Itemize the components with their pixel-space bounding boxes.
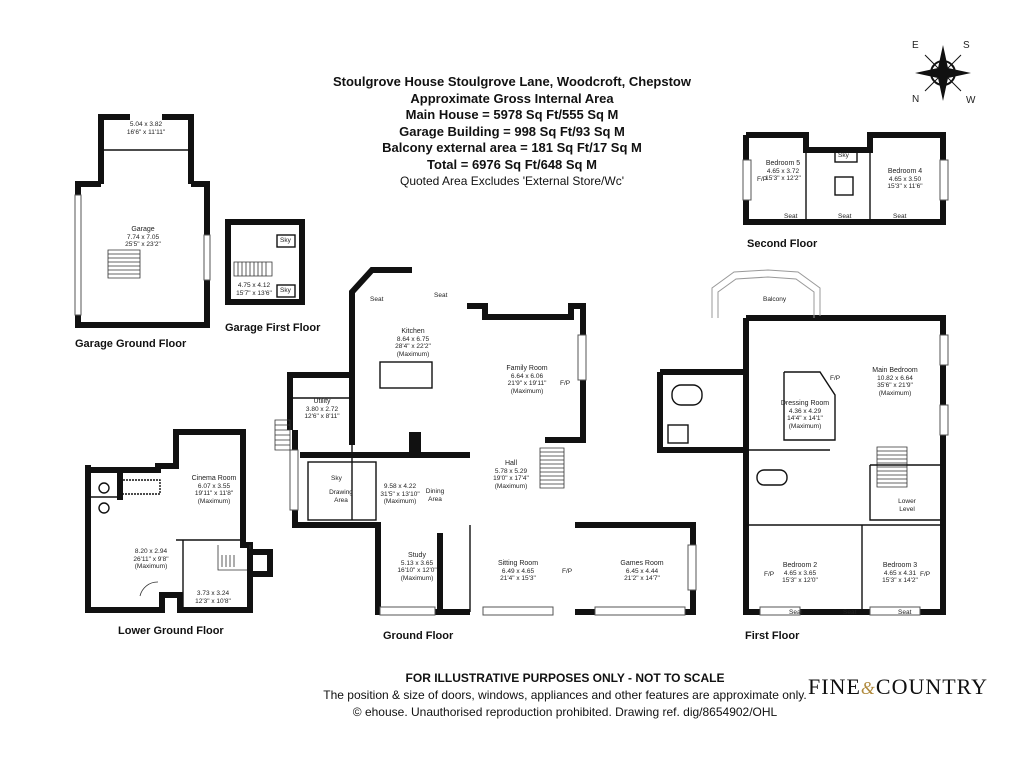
seat-label: Seat — [370, 296, 384, 303]
fp-label: F/P — [764, 571, 775, 578]
fp-label: F/P — [562, 568, 573, 575]
first-floor-walls — [657, 269, 949, 616]
garage-store-walls — [98, 114, 194, 184]
fp-label: F/P — [920, 571, 931, 578]
garage-walls — [74, 181, 211, 328]
footer-disclaimer: FOR ILLUSTRATIVE PURPOSES ONLY - NOT TO … — [405, 671, 725, 685]
label-ground: Ground Floor — [383, 630, 454, 642]
compass-s: S — [963, 40, 970, 51]
seat-label: Seat — [893, 213, 907, 220]
main-house-area: Main House = 5978 Sq Ft/555 Sq M — [405, 107, 619, 122]
label-second: Second Floor — [747, 238, 818, 250]
garage-first-floor-walls — [225, 219, 305, 305]
fp-label: F/P — [560, 380, 571, 387]
seat-label: Seat — [838, 213, 852, 220]
compass-icon — [915, 45, 971, 101]
sky-label: Sky — [838, 152, 849, 159]
compass-w: W — [966, 95, 976, 106]
ground-floor-walls — [274, 267, 697, 616]
sky-label: Sky — [280, 287, 291, 294]
footer-note: The position & size of doors, windows, a… — [323, 688, 807, 702]
compass-n: N — [912, 94, 920, 105]
header-block: Stoulgrove House Stoulgrove Lane, Woodcr… — [0, 74, 1024, 190]
label-garage-first: Garage First Floor — [225, 322, 321, 334]
address-title: Stoulgrove House Stoulgrove Lane, Woodcr… — [332, 74, 691, 89]
sky-label: Sky — [280, 237, 291, 244]
area-subtitle: Approximate Gross Internal Area — [410, 90, 614, 106]
seat-label: Seat — [898, 609, 912, 616]
second-floor-walls — [742, 132, 949, 225]
fp-label: F/P — [830, 375, 841, 382]
seat-label: Seat — [784, 213, 798, 220]
total-area: Total = 6976 Sq Ft/648 Sq M — [427, 156, 597, 172]
label-lower-ground: Lower Ground Floor — [118, 625, 224, 637]
garage-building-area: Garage Building = 998 Sq Ft/93 Sq M — [399, 123, 625, 139]
sky-label: Sky — [331, 475, 342, 482]
label-first: First Floor — [745, 630, 800, 642]
lower-ground-walls — [85, 429, 273, 613]
balcony-label: Balcony — [763, 296, 787, 303]
area-note: Quoted Area Excludes 'External Store/Wc' — [399, 174, 625, 188]
seat-label: Seat — [789, 609, 803, 616]
footer-block: FOR ILLUSTRATIVE PURPOSES ONLY - NOT TO … — [0, 670, 1024, 721]
label-garage-ground: Garage Ground Floor — [75, 338, 187, 350]
compass-e: E — [912, 40, 919, 51]
fine-country-logo: FINE&COUNTRY — [808, 674, 989, 699]
footer-copyright: © ehouse. Unauthorised reproduction proh… — [352, 705, 778, 719]
seat-label: Seat — [843, 609, 857, 616]
seat-label: Seat — [434, 292, 448, 299]
fp-label: F/P — [757, 176, 768, 183]
balcony-area: Balcony external area = 181 Sq Ft/17 Sq … — [382, 140, 642, 155]
